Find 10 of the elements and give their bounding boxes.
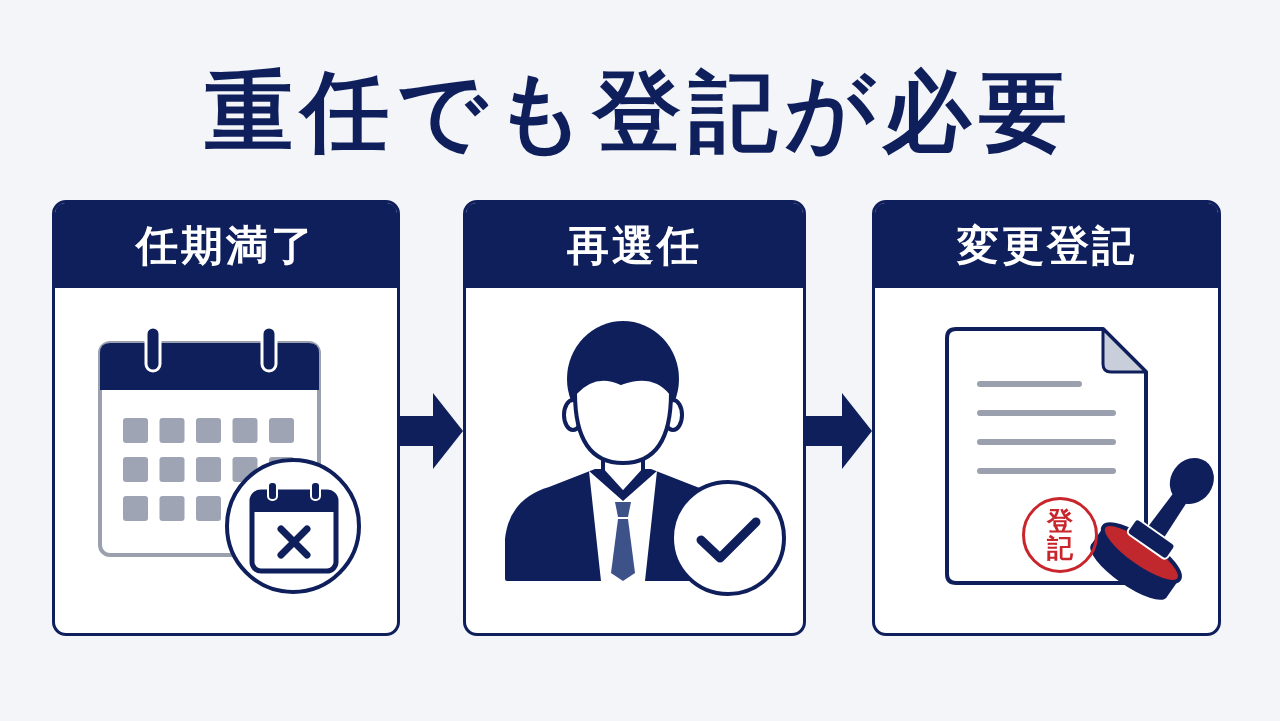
card-title: 任期満了	[55, 203, 397, 288]
title: 重任でも登記が必要	[205, 62, 1075, 162]
card-title: 変更登記	[875, 203, 1218, 288]
arrow	[400, 393, 463, 469]
card-title: 再選任	[466, 203, 803, 288]
step-card	[872, 200, 1221, 636]
registration-seal: 登記	[1022, 497, 1098, 573]
step-card	[52, 200, 400, 636]
arrow	[806, 393, 872, 469]
step-card	[463, 200, 806, 636]
